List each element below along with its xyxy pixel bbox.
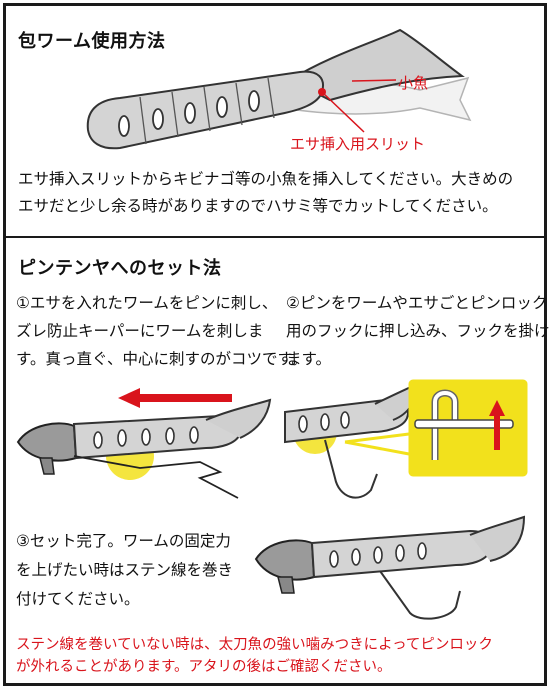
- step1-illustration: [16, 388, 272, 499]
- step3-illustration: [254, 515, 526, 620]
- step2-line1: ②ピンをワームやエサごとピンロック: [286, 294, 548, 312]
- step2-line2: 用のフックに押し込み、フックを掛け: [286, 322, 550, 340]
- label-small-fish: 小魚: [398, 74, 429, 92]
- section1-desc-line1: エサ挿入スリットからキビナゴ等の小魚を挿入してください。大きめの: [18, 170, 514, 188]
- warning-line1: ステン線を巻いていない時は、太刀魚の強い噛みつきによってピンロック: [16, 637, 493, 653]
- section-divider: [6, 236, 544, 238]
- warning-line2: が外れることがあります。アタリの後はご確認ください。: [16, 659, 392, 675]
- step1-line1: ①エサを入れたワームをピンに刺し、: [16, 294, 278, 312]
- worm-body: [86, 70, 324, 150]
- section1-desc-line2: エサだと少し余る時がありますのでハサミ等でカットしてください。: [18, 197, 498, 215]
- section1-title: 包ワーム使用方法: [18, 31, 166, 52]
- arrow-up-icon: [489, 400, 505, 450]
- label-slit: エサ挿入用スリット: [290, 135, 426, 153]
- step2-line3: ます。: [286, 350, 331, 368]
- step3-line1: ③セット完了。ワームの固定力: [16, 532, 231, 550]
- section2-title: ピンテンヤへのセット法: [18, 258, 222, 279]
- step3-line2: を上げたい時はステン線を巻き: [16, 561, 234, 579]
- step1-line2: ズレ防止キーパーにワームを刺しま: [16, 322, 264, 340]
- step1-line3: す。真っ直ぐ、中心に刺すのがコツです。: [16, 350, 307, 368]
- step3-line3: 付けてください。: [16, 590, 140, 608]
- step2-illustration: [284, 379, 528, 499]
- worm-with-fish-illustration: [86, 28, 472, 150]
- arrow-left-icon: [118, 388, 232, 408]
